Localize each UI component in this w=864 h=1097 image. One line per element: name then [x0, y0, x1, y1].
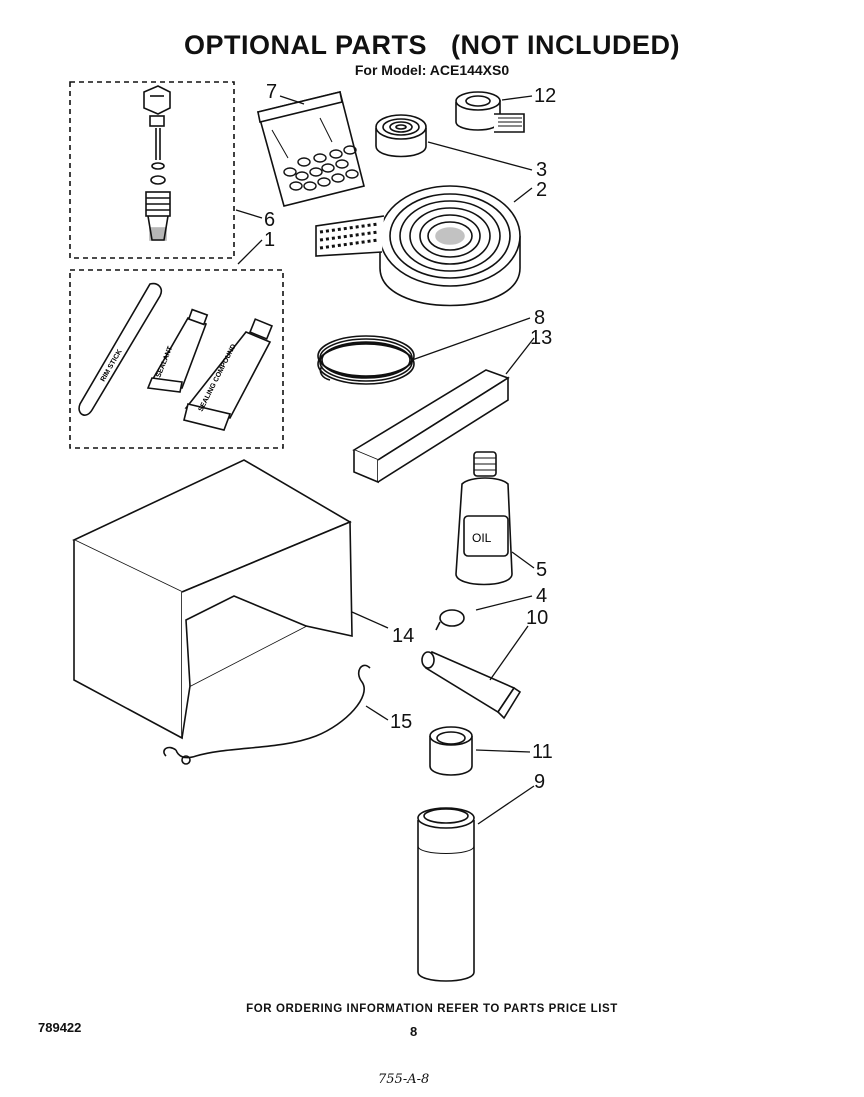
tape-roll-12-icon	[455, 91, 525, 133]
spray-can-icon	[417, 807, 475, 982]
bungee-cord-icon	[163, 664, 371, 765]
foam-tape-roll-icon	[315, 185, 521, 307]
callout-7: 7	[266, 81, 278, 103]
oil-label: OIL	[472, 531, 492, 545]
tape-roll-3-icon	[375, 114, 427, 158]
callout-4: 4	[536, 585, 548, 607]
callout-6: 6	[264, 209, 276, 231]
foam-strip-icon	[352, 369, 510, 484]
callout-3: 3	[536, 159, 548, 181]
o-ring-bag-icon	[257, 91, 365, 207]
part-6-box	[69, 81, 235, 259]
callout-15: 15	[390, 711, 413, 733]
document-number: 789422	[38, 1020, 82, 1035]
model-subtitle: For Model: ACE144XS0	[354, 62, 510, 78]
ordering-info-note: FOR ORDERING INFORMATION REFER TO PARTS …	[246, 1003, 618, 1015]
handwritten-code: 755-A-8	[378, 1072, 430, 1087]
valve-fitting-icon	[143, 85, 171, 241]
small-can-icon	[429, 726, 473, 776]
unit-cover-icon	[72, 459, 353, 740]
callout-14: 14	[392, 625, 415, 647]
coiled-cord-icon	[317, 335, 415, 385]
callout-13: 13	[530, 327, 553, 349]
page-title: OPTIONAL PARTS (NOT INCLUDED)	[184, 30, 680, 60]
callout-12: 12	[534, 85, 557, 107]
leader-lines	[235, 95, 535, 825]
callout-2: 2	[536, 179, 548, 201]
page-number: 8	[410, 1024, 418, 1039]
part-1-box	[69, 269, 284, 449]
callout-10: 10	[526, 607, 549, 629]
large-tube-icon	[183, 318, 274, 431]
rim-stick-icon	[78, 282, 163, 416]
oil-bottle-icon	[455, 451, 513, 586]
callout-5: 5	[536, 559, 548, 581]
capsule-icon	[435, 609, 465, 631]
callout-1: 1	[264, 229, 276, 251]
callout-8: 8	[534, 307, 546, 329]
tube-10-icon	[421, 650, 522, 720]
small-tube-icon	[146, 308, 209, 393]
callout-11: 11	[532, 741, 553, 763]
callout-9: 9	[534, 771, 546, 793]
